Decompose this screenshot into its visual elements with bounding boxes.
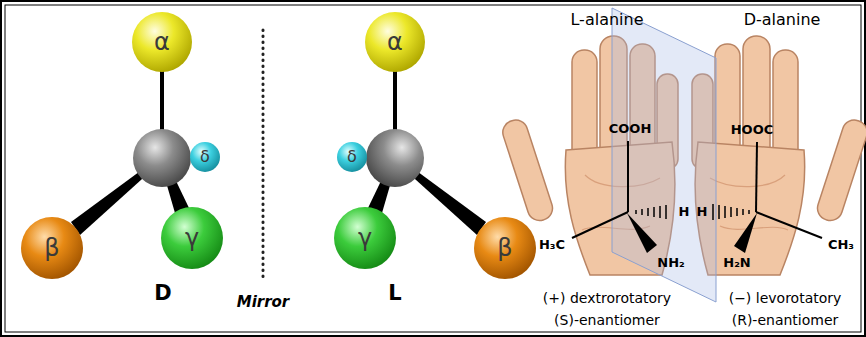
alanine-bonds (572, 141, 822, 238)
group-formula: H (697, 205, 708, 220)
ball-fill (21, 217, 83, 279)
rotation-caption: (−) levorotatory (729, 290, 842, 306)
wedge-bond (627, 213, 657, 253)
group-formula: COOH (609, 122, 652, 137)
atom-letter: α (132, 12, 192, 72)
atom-ball: α (132, 12, 192, 72)
wedge-bond (734, 213, 757, 253)
atom-ball: β (21, 217, 83, 279)
group-formula: HOOC (731, 123, 774, 138)
atom-letter: γ (161, 207, 223, 269)
atom-letter: β (474, 217, 536, 279)
molecule-name: D-alanine (744, 11, 821, 29)
configuration-caption: (S)-enantiomer (554, 312, 660, 328)
atom-ball: δ (190, 142, 220, 172)
atom-ball: α (365, 12, 425, 72)
atom-ball: γ (334, 207, 396, 269)
mirror-label: Mirror (237, 294, 290, 311)
ball-fill (190, 142, 220, 172)
enantiomer-letter: D (154, 281, 171, 305)
ball-fill (474, 217, 536, 279)
mirror-plane (612, 8, 716, 302)
mirror-line (262, 30, 265, 278)
atom-letter: γ (334, 207, 396, 269)
ball-fill (337, 142, 367, 172)
atom-letter: δ (337, 142, 367, 172)
group-formula: NH₂ (657, 256, 684, 271)
ball-fill (334, 207, 396, 269)
ball-fill (132, 12, 192, 72)
rotation-caption: (+) dextrorotatory (543, 290, 671, 306)
group-formula: H₃C (539, 238, 565, 253)
atom-letter: β (21, 217, 83, 279)
atom-ball: β (474, 217, 536, 279)
molecule-name: L-alanine (570, 11, 643, 29)
ball-fill (365, 12, 425, 72)
atom-letter: δ (190, 142, 220, 172)
ball-fill (161, 207, 223, 269)
group-formula: CH₃ (828, 238, 854, 253)
configuration-caption: (R)-enantiomer (732, 312, 839, 328)
hand-picture (692, 36, 866, 275)
enantiomer-letter: L (388, 281, 401, 305)
atom-ball: γ (161, 207, 223, 269)
atom-letter: α (365, 12, 425, 72)
group-formula: H₂N (723, 256, 750, 271)
atom-ball: δ (337, 142, 367, 172)
group-formula: H (679, 205, 690, 220)
